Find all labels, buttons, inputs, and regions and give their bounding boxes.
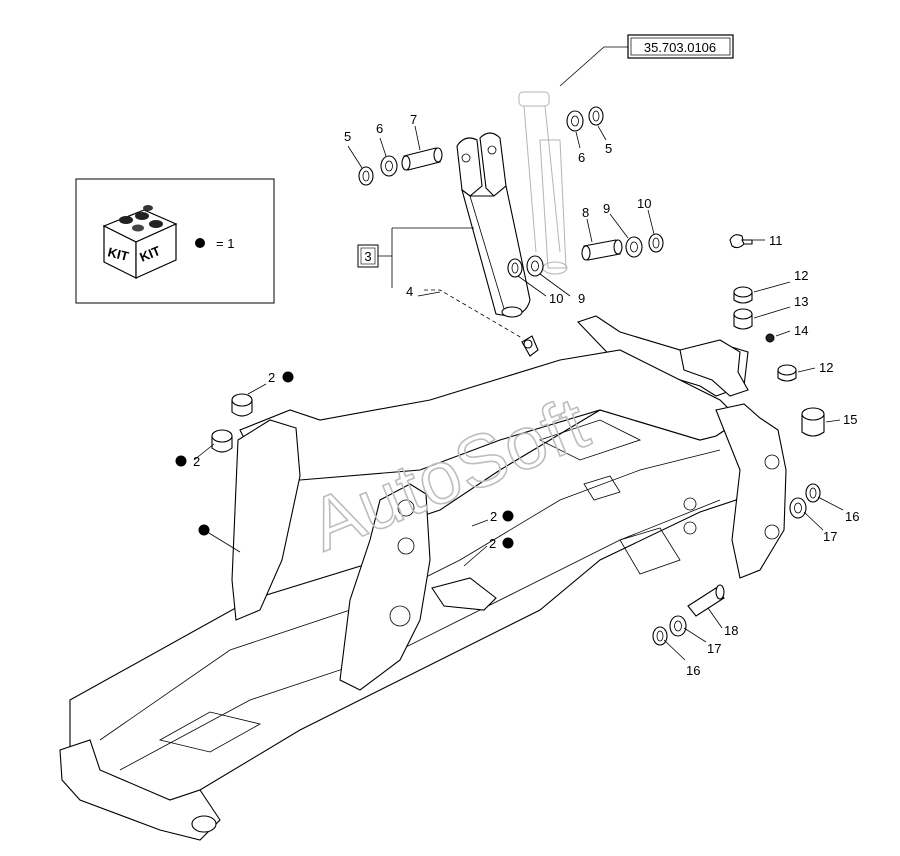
callout-12b: 12 bbox=[819, 360, 833, 375]
kit-dot-icon bbox=[175, 455, 187, 467]
leader-lines bbox=[193, 125, 844, 661]
kit-text-left: KIT bbox=[106, 244, 130, 264]
kit-box-icon: KIT KIT bbox=[102, 205, 178, 279]
callout-12a: 12 bbox=[794, 268, 808, 283]
callout-18: 18 bbox=[724, 623, 738, 638]
kit-text-right: KIT bbox=[138, 243, 163, 265]
snap-ring-5b bbox=[588, 106, 604, 126]
snap-ring-10b bbox=[507, 258, 523, 278]
reference-code: 35.703.0106 bbox=[644, 40, 716, 55]
callout-2d: 2 bbox=[489, 536, 496, 551]
callout-6a: 6 bbox=[376, 121, 383, 136]
kit-dot-icon bbox=[198, 524, 210, 536]
kit-dot-icon bbox=[282, 371, 294, 383]
callout-5b: 5 bbox=[605, 141, 612, 156]
kit-dot-icon bbox=[195, 238, 205, 248]
callout-11: 11 bbox=[769, 233, 783, 248]
callout-7: 7 bbox=[410, 112, 417, 127]
kit-legend: KIT KIT = 1 bbox=[75, 178, 275, 304]
washer-17b bbox=[669, 615, 687, 637]
callout-4: 4 bbox=[406, 284, 413, 299]
washer-6b bbox=[566, 110, 584, 132]
bushing-12a bbox=[733, 286, 753, 304]
callout-8: 8 bbox=[582, 205, 589, 220]
callout-9a: 9 bbox=[603, 201, 610, 216]
callout-16a: 16 bbox=[845, 509, 859, 524]
kit-dots bbox=[175, 371, 514, 549]
assembly-label: 3 bbox=[364, 249, 371, 264]
callout-15: 15 bbox=[843, 412, 857, 427]
snap-ring-16b bbox=[652, 626, 668, 646]
callout-9b: 9 bbox=[578, 291, 585, 306]
washer-6a bbox=[380, 155, 398, 177]
bushing-2a bbox=[231, 393, 253, 417]
assembly-label-box: 3 bbox=[357, 244, 379, 268]
front-axle-frame bbox=[59, 315, 787, 841]
washer-9a bbox=[625, 236, 643, 258]
bushing-15 bbox=[801, 407, 825, 437]
callout-17a: 17 bbox=[823, 529, 837, 544]
snap-ring-5a bbox=[358, 166, 374, 186]
snap-ring-10a bbox=[648, 233, 664, 253]
kit-dot-icon bbox=[502, 537, 514, 549]
bushing-12b bbox=[777, 364, 797, 382]
callout-10a: 10 bbox=[637, 196, 651, 211]
callout-2c: 2 bbox=[490, 509, 497, 524]
callout-17b: 17 bbox=[707, 641, 721, 656]
lift-arm bbox=[456, 132, 531, 318]
washer-9b bbox=[526, 255, 544, 277]
grease-nipple bbox=[521, 335, 539, 357]
callout-10b: 10 bbox=[549, 291, 563, 306]
hydraulic-cylinder-ghost bbox=[518, 91, 568, 275]
kit-equals-text: = 1 bbox=[216, 236, 234, 251]
callout-14: 14 bbox=[794, 323, 808, 338]
plug-11 bbox=[729, 234, 753, 249]
pin-7 bbox=[401, 147, 443, 171]
kit-dot-icon bbox=[502, 510, 514, 522]
pin-18 bbox=[687, 584, 725, 617]
callout-6b: 6 bbox=[578, 150, 585, 165]
bushing-13 bbox=[733, 308, 753, 330]
callouts: 5 6 7 6 5 8 9 10 10 9 4 11 12 13 14 12 1… bbox=[193, 112, 859, 678]
callout-16b: 16 bbox=[686, 663, 700, 678]
snap-ring-16a bbox=[805, 483, 821, 503]
callout-2a: 2 bbox=[268, 370, 275, 385]
bushing-2b bbox=[211, 429, 233, 453]
callout-13: 13 bbox=[794, 294, 808, 309]
callout-5a: 5 bbox=[344, 129, 351, 144]
washer-17a bbox=[789, 497, 807, 519]
callout-2b: 2 bbox=[193, 454, 200, 469]
pin-8 bbox=[581, 239, 623, 261]
reference-code-box: 35.703.0106 bbox=[559, 34, 734, 87]
grease-nipple-14 bbox=[765, 333, 775, 343]
